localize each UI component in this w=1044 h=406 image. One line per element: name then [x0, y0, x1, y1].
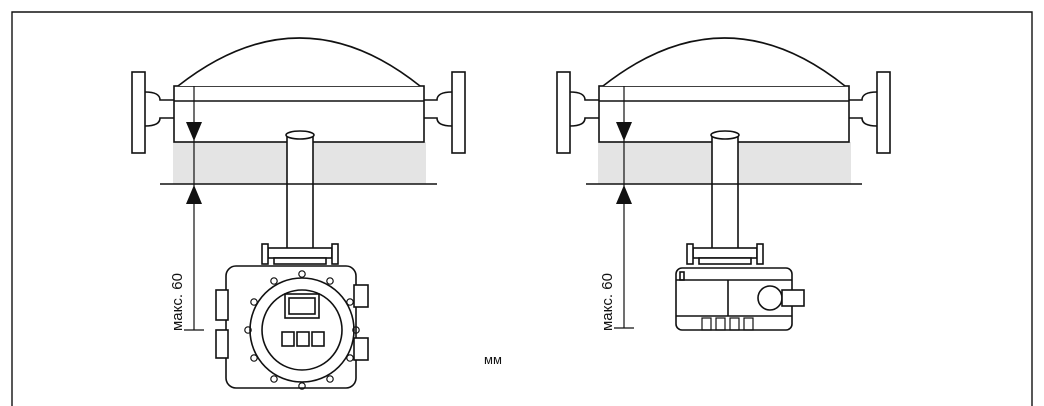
diagram-frame	[11, 11, 1033, 406]
right-pipe-stub-outlet	[849, 91, 878, 127]
left-arrow-up	[186, 185, 202, 204]
left-arrow-down	[186, 122, 202, 141]
left-neck	[286, 134, 314, 253]
left-pipe-stub-outlet	[424, 91, 453, 127]
right-flange-inlet	[556, 71, 571, 154]
right-cable-gland	[757, 285, 783, 311]
right-assembly	[556, 37, 891, 331]
right-dimension-label: макс. 60	[599, 273, 616, 331]
unit-label: мм	[484, 352, 502, 367]
right-sensor-dome	[602, 37, 846, 87]
left-flange-inlet	[131, 71, 146, 154]
right-arrow-up	[616, 185, 632, 204]
left-sensor-dome	[177, 37, 421, 87]
left-dimension-label: макс. 60	[169, 273, 186, 331]
left-flange-outlet	[451, 71, 466, 154]
right-pipe-stub-inlet	[569, 91, 599, 127]
right-arrow-down	[616, 122, 632, 141]
right-neck	[711, 134, 739, 253]
left-cover-bolts	[244, 270, 360, 390]
left-assembly	[131, 37, 466, 390]
left-mount-plate	[267, 247, 333, 259]
right-flange-outlet	[876, 71, 891, 154]
right-terminal-slots	[701, 317, 754, 331]
left-pipe-stub-inlet	[144, 91, 174, 127]
right-mount-plate	[692, 247, 758, 259]
